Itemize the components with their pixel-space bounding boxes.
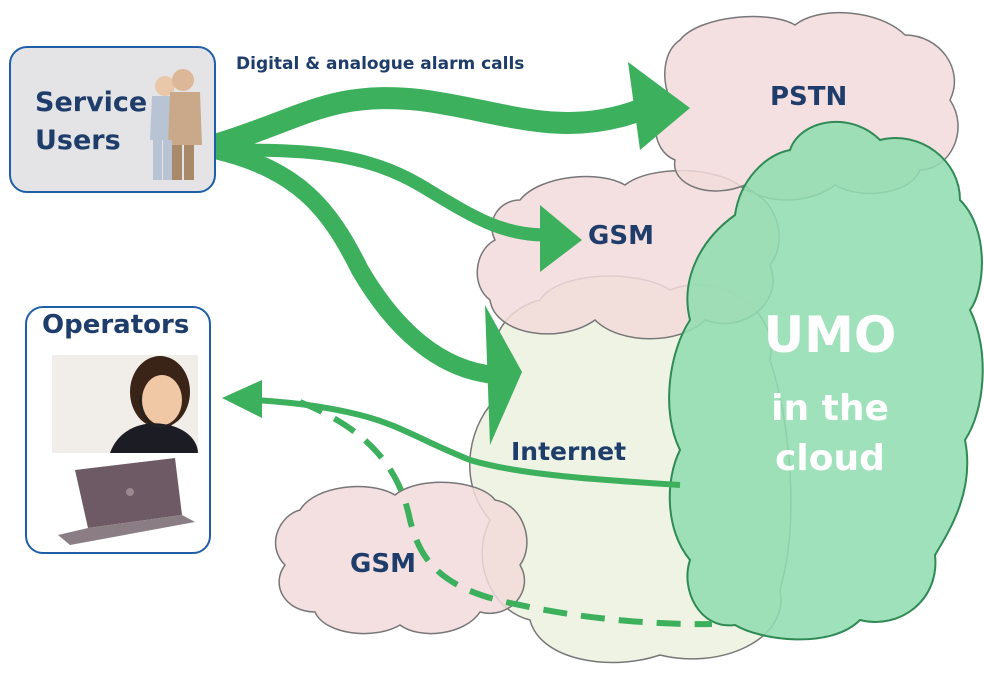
arrow-to-gsm-top — [208, 143, 552, 242]
alarm-calls-label: Digital & analogue alarm calls — [236, 54, 525, 74]
umo-cloud — [668, 120, 984, 641]
gsm-bottom-cloud — [274, 481, 528, 635]
gsm-bottom-label: GSM — [350, 549, 416, 579]
arrow-to-gsm-top-head — [540, 205, 582, 272]
operator-laptop-icon — [58, 458, 195, 545]
arrow-to-pstn — [204, 87, 651, 156]
arrow-to-internet-head — [485, 305, 522, 445]
dashed-gsm-path — [298, 399, 713, 628]
arrow-to-pstn-head — [628, 62, 690, 150]
gsm-top-label: GSM — [588, 221, 654, 251]
operator-headset-photo — [52, 355, 198, 453]
arrow-to-internet — [206, 141, 504, 384]
service-users-label: Service Users — [35, 87, 148, 156]
arrow-to-operators-head — [222, 380, 262, 418]
umo-subtitle: in the cloud — [771, 388, 889, 479]
umo-title: UMO — [763, 306, 897, 364]
pstn-label: PSTN — [770, 82, 848, 112]
internet-label: Internet — [511, 437, 627, 466]
operators-label: Operators — [42, 310, 190, 340]
elderly-couple-figure — [150, 69, 202, 180]
